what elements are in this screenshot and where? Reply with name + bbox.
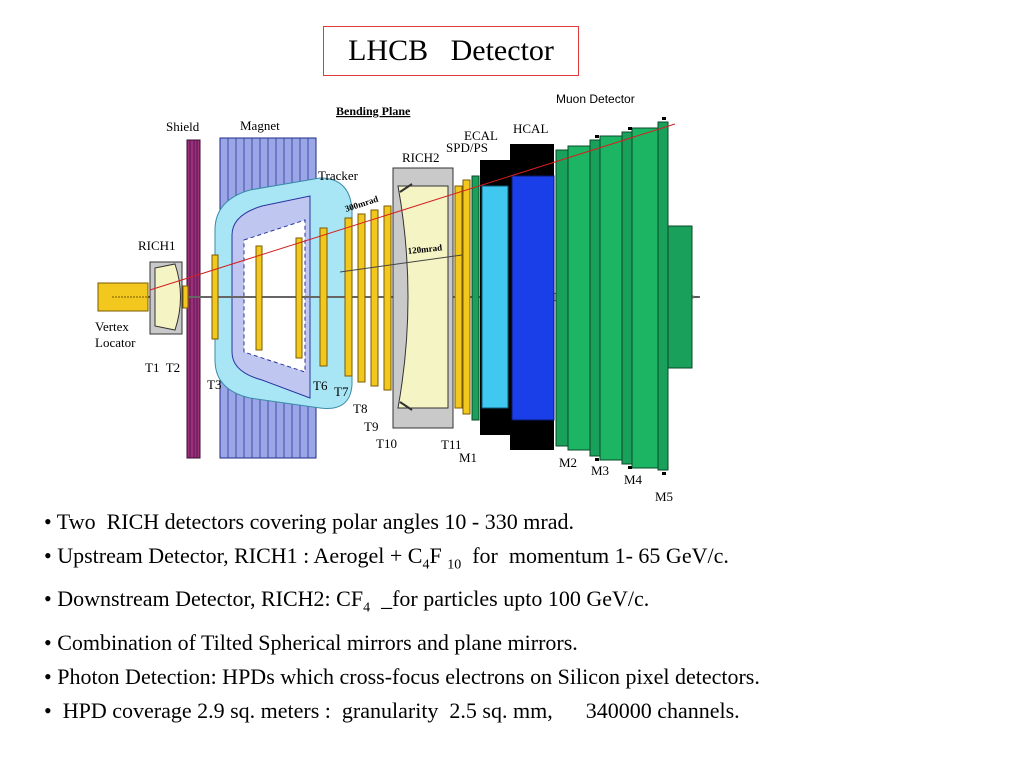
label-hcal: HCAL	[513, 121, 548, 136]
bullet-item: • Two RICH detectors covering polar angl…	[44, 509, 574, 534]
acceptance-120mrad-line	[339, 254, 463, 273]
bullet-item: • HPD coverage 2.9 sq. meters : granular…	[44, 697, 740, 723]
bullet-list: • Two RICH detectors covering polar angl…	[44, 505, 1004, 728]
label-rich1: RICH1	[138, 238, 176, 253]
bullet-item: • Downstream Detector, RICH2: CF4 _for p…	[44, 586, 650, 616]
muon-stations	[555, 121, 693, 471]
label-t6: T6	[313, 378, 328, 393]
label-m4: M4	[624, 472, 643, 487]
label-m5: M5	[655, 489, 673, 504]
label-t11: T11	[441, 437, 461, 452]
label-vertex: Vertex	[95, 319, 129, 334]
acceptance-300mrad-line	[149, 123, 676, 291]
label-shield: Shield	[166, 119, 200, 134]
bullet-item: • Combination of Tilted Spherical mirror…	[44, 629, 578, 655]
label-tracker: Tracker	[318, 168, 359, 183]
label-m3: M3	[591, 463, 609, 478]
bullet-item: • Upstream Detector, RICH1 : Aerogel + C…	[44, 543, 729, 573]
label-locator: Locator	[95, 335, 136, 350]
label-t9: T9	[364, 419, 378, 434]
label-t7: T7	[334, 384, 349, 399]
page-title: LHCB Detector	[323, 26, 579, 76]
rich1	[149, 261, 183, 335]
label-t1-t2: T1 T2	[145, 360, 180, 375]
ecal	[480, 160, 510, 435]
tracking-stations	[182, 185, 463, 409]
detector-diagram: Muon Detector Bending Plane Shield Magne…	[95, 92, 700, 504]
rich2	[392, 167, 454, 429]
label-120mrad: 120mrad	[407, 242, 442, 256]
spd-ps	[462, 179, 471, 415]
label-spd-ps: SPD/PS	[446, 140, 488, 155]
label-muon-detector: Muon Detector	[556, 92, 635, 106]
muon-m1	[471, 175, 480, 421]
label-t10: T10	[376, 436, 397, 451]
bullet-item: • Photon Detection: HPDs which cross-foc…	[44, 663, 760, 689]
hcal	[510, 144, 555, 450]
label-bending-plane: Bending Plane	[336, 104, 411, 118]
label-rich2: RICH2	[402, 150, 440, 165]
label-magnet: Magnet	[240, 118, 280, 133]
label-m1: M1	[459, 450, 477, 465]
label-ecal: ECAL	[464, 128, 498, 143]
label-m2: M2	[559, 455, 577, 470]
label-t8: T8	[353, 401, 367, 416]
label-t3: T3	[207, 377, 221, 392]
